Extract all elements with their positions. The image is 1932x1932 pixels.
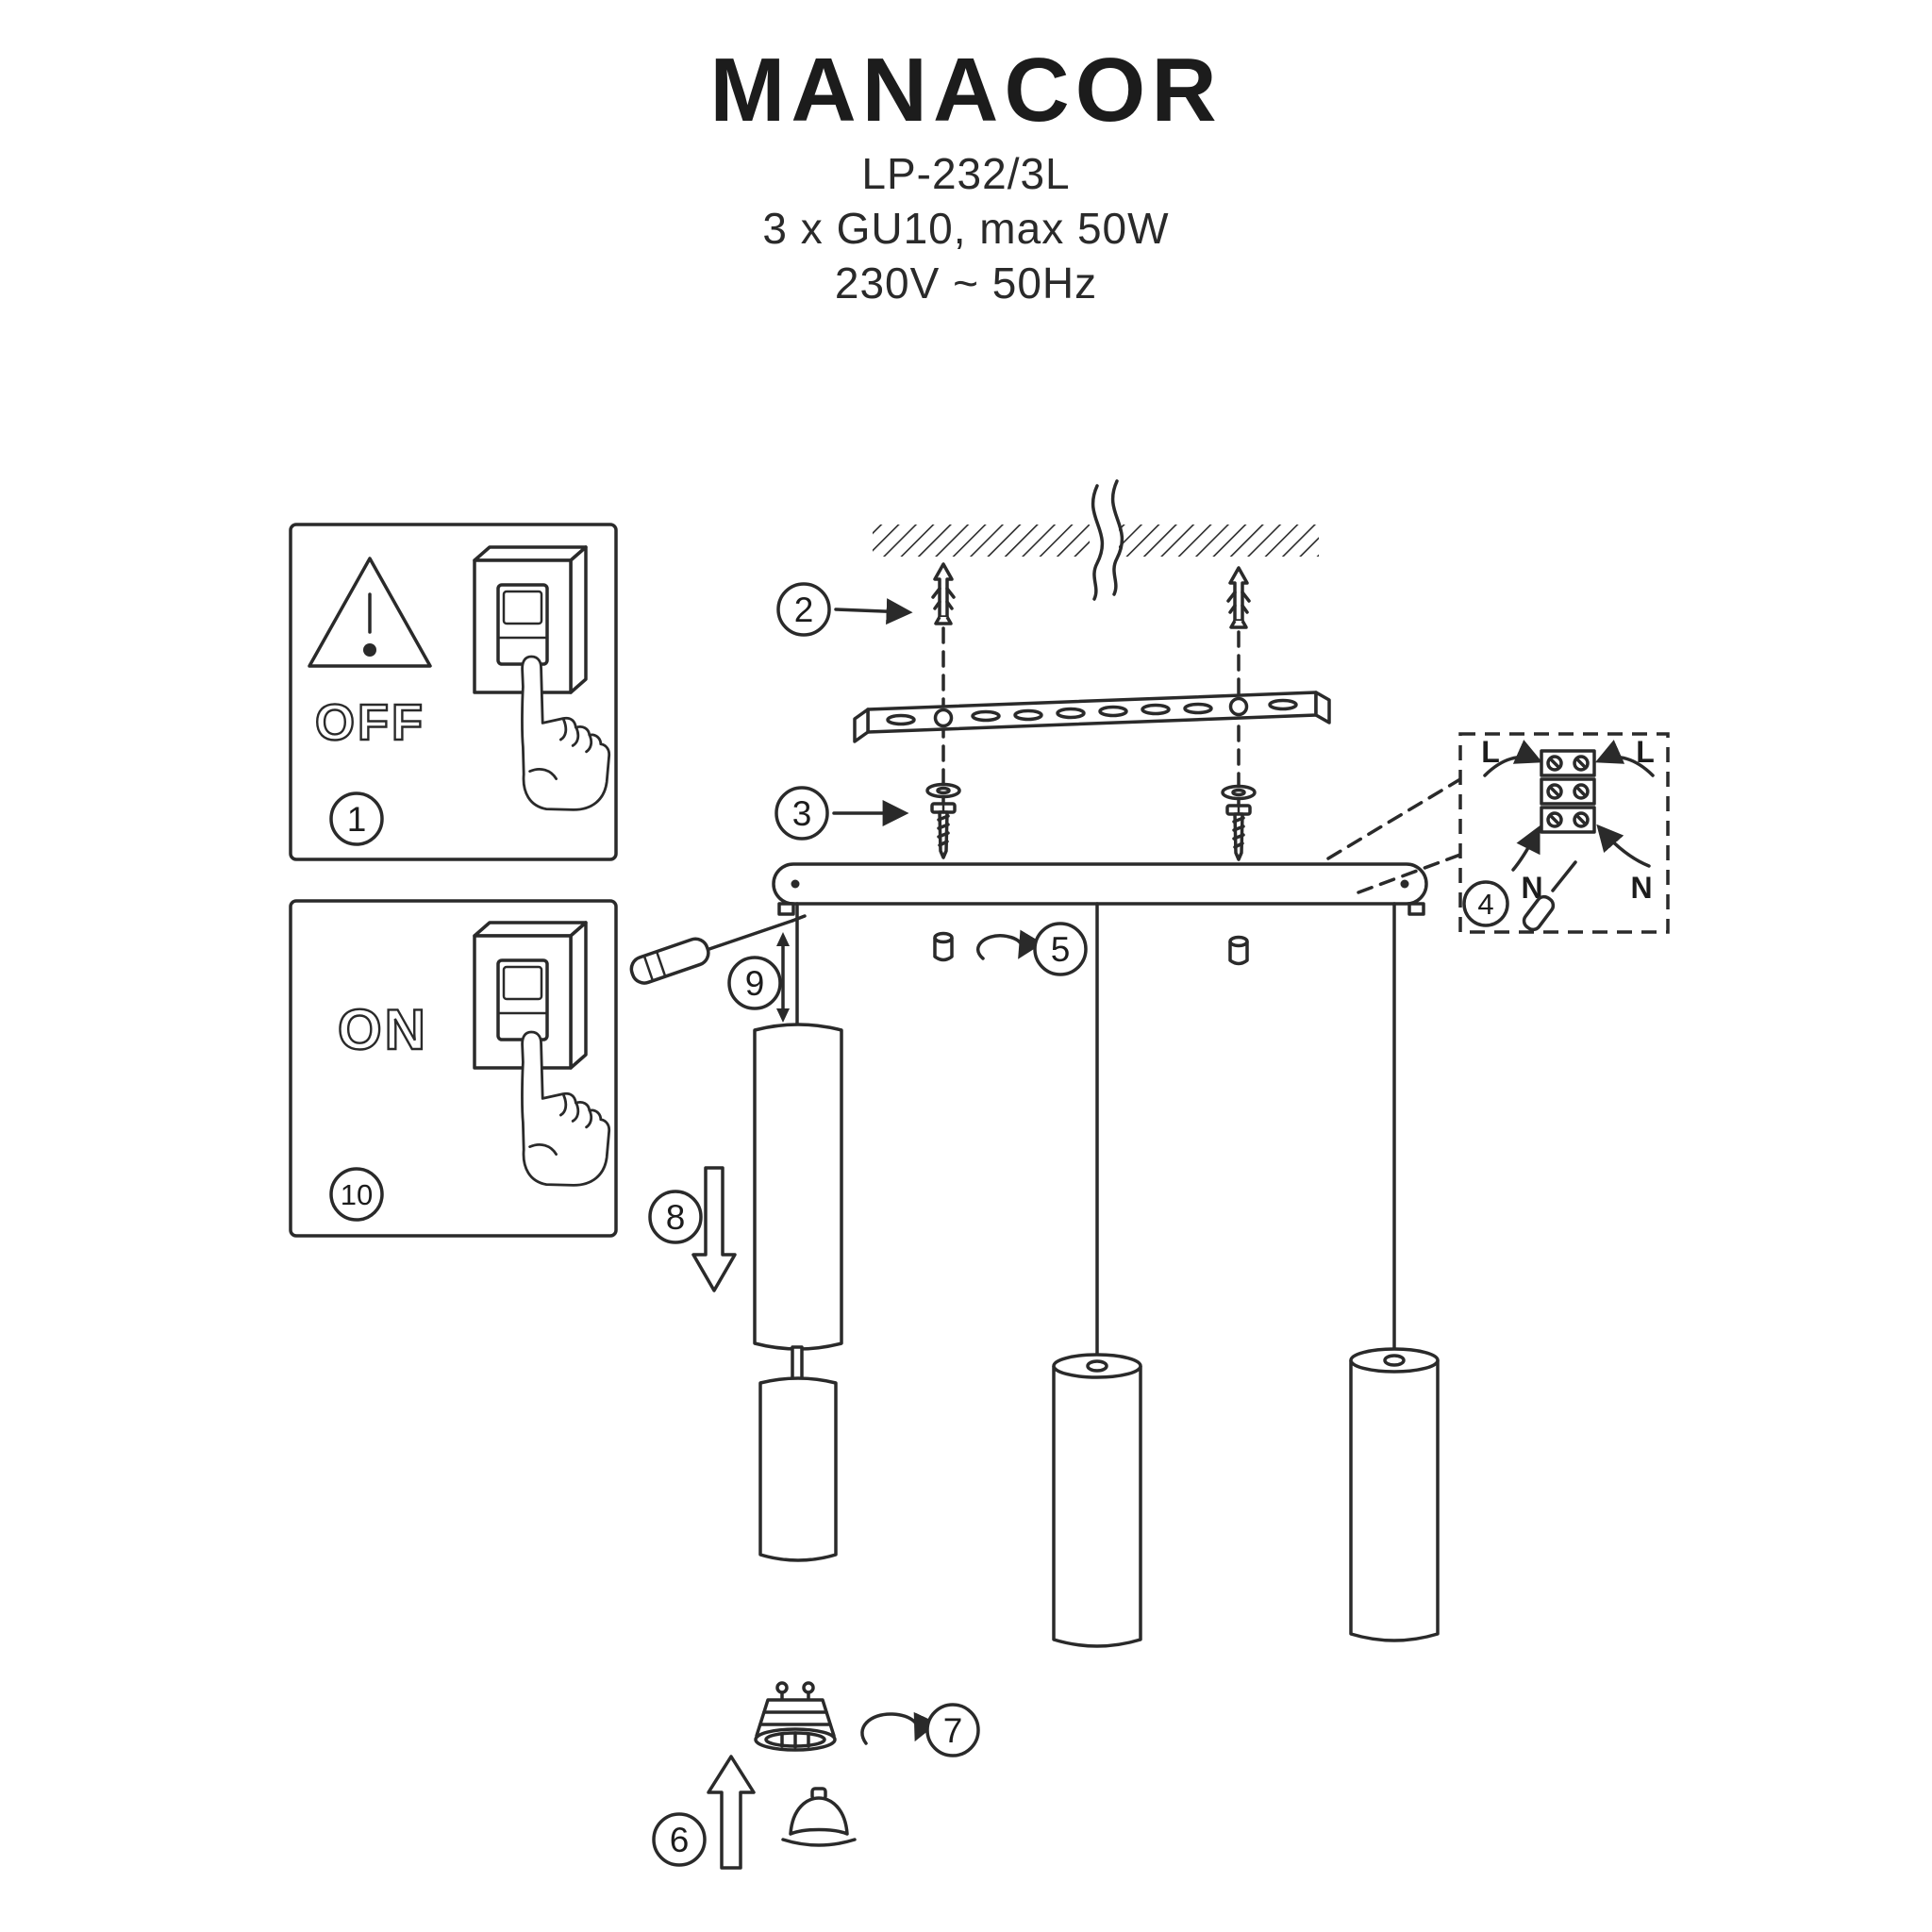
step-8-number: 8 [666, 1198, 686, 1237]
ceiling [873, 479, 1319, 601]
step-2-arrow [834, 598, 913, 625]
model-number: LP-232/3L [861, 149, 1070, 198]
down-arrow-icon [691, 1166, 737, 1292]
screwdriver-icon [1522, 860, 1577, 932]
canopy-screw [1400, 879, 1409, 889]
keyhole-slot [933, 708, 954, 728]
on-label: ON [338, 998, 428, 1061]
canopy-nub [777, 902, 795, 916]
screwdriver-icon [629, 914, 807, 985]
canopy-screw [791, 879, 800, 889]
live-label-right: L [1636, 735, 1655, 769]
page-title: MANACOR [709, 40, 1222, 141]
step-9-number: 9 [745, 964, 765, 1003]
wall-anchor-icon [931, 562, 956, 625]
wall-anchor-icon [1226, 566, 1251, 629]
washer-icon [1221, 784, 1257, 801]
keyhole-slot [1228, 696, 1249, 717]
suction-tool-icon [781, 1787, 857, 1847]
up-arrow-icon [707, 1755, 756, 1870]
canopy [772, 862, 1428, 906]
washer-icon [925, 782, 961, 799]
twist-arrow-icon [975, 929, 1043, 960]
ceiling-hatch-right [1119, 525, 1319, 557]
step-7-number: 7 [943, 1711, 963, 1750]
neutral-label-left: N [1521, 871, 1542, 905]
step-10-number: 10 [341, 1178, 373, 1211]
step-6-number: 6 [670, 1821, 690, 1859]
leader-line [1326, 777, 1462, 860]
step-1-number: 1 [347, 800, 367, 839]
bulb-installation: 7 6 [652, 1681, 980, 1870]
step-8-badge: 8 [648, 1190, 703, 1244]
step-5-number: 5 [1051, 930, 1071, 969]
mounting-assembly: 2 3 [774, 562, 1331, 862]
double-arrow-icon [776, 932, 790, 1023]
mounting-bracket [853, 691, 1331, 743]
step-10-badge: 10 [329, 1167, 384, 1222]
step-4-number: 4 [1477, 888, 1493, 921]
pendants: 8 [648, 902, 1440, 1648]
step-2-number: 2 [794, 591, 814, 629]
terminal-block-icon [1540, 749, 1596, 834]
off-label: OFF [315, 694, 425, 751]
break-mark-icon [1110, 479, 1124, 596]
pendant-shade-middle [1052, 1353, 1142, 1648]
break-mark-icon [1091, 484, 1105, 601]
power-spec: 230V ~ 50Hz [835, 258, 1097, 308]
ceiling-hatch-left [873, 525, 1090, 557]
bulb-spec: 3 x GU10, max 50W [762, 204, 1169, 253]
screw-icon [930, 802, 957, 859]
step-7-badge: 7 [925, 1703, 980, 1757]
live-wire-right [1594, 740, 1655, 777]
step-6-badge: 6 [652, 1812, 707, 1867]
step-4-badge: 4 [1462, 880, 1509, 927]
canopy-assembly: 5 9 [629, 862, 1428, 1023]
step-1-badge: 1 [329, 791, 384, 846]
screw-icon [1225, 804, 1252, 861]
canopy-nub [1407, 902, 1425, 916]
title-block: MANACOR LP-232/3L 3 x GU10, max 50W 230V… [709, 40, 1222, 308]
neutral-wire-right [1596, 824, 1651, 868]
wiring-detail: L L N N 4 [1326, 732, 1670, 934]
cord-grip-icon [933, 931, 954, 962]
neutral-wire-left [1511, 824, 1541, 872]
step-3-number: 3 [792, 794, 812, 833]
live-label-left: L [1481, 735, 1500, 769]
lamp-socket-tube-left [758, 1376, 838, 1562]
cord-grip-icon [1228, 935, 1249, 966]
switch-off-panel: OFF 1 [289, 523, 618, 861]
pendant-shade-right [1349, 1347, 1440, 1642]
twist-arrow-icon [860, 1711, 939, 1745]
step-2-badge: 2 [776, 582, 831, 637]
gu10-bulb-icon [754, 1681, 837, 1752]
leader-line [1357, 853, 1462, 894]
live-wire-left [1483, 740, 1543, 777]
neutral-label-right: N [1630, 871, 1652, 905]
step-3-badge: 3 [774, 786, 829, 841]
pendant-shade-upper-left [753, 1023, 843, 1351]
step-9-badge: 9 [727, 956, 782, 1010]
step-5-badge: 5 [1033, 922, 1088, 976]
switch-on-panel: ON 10 [289, 899, 618, 1238]
warning-triangle-icon [308, 557, 432, 668]
